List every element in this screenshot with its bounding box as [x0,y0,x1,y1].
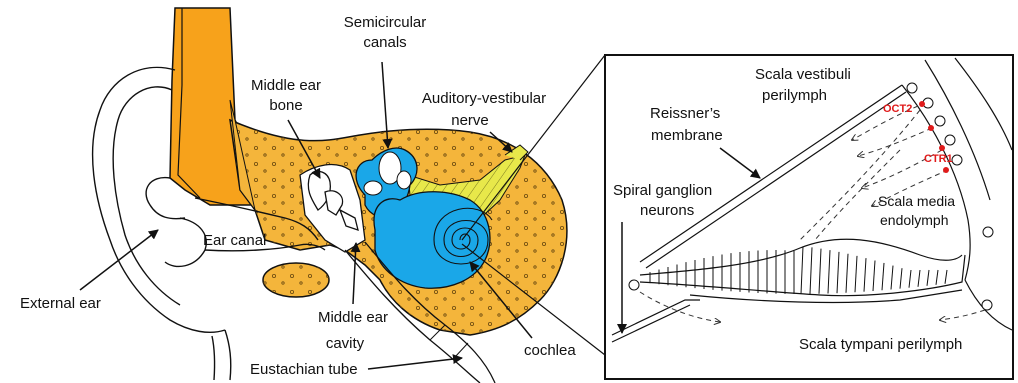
scala-vestibuli-label-2: perilymph [762,87,827,104]
red-dot-marker-icon [943,167,949,173]
cell-circle-icon [945,135,955,145]
middle-ear-bone-label-2: bone [269,97,302,114]
cell-circle-icon [952,155,962,165]
external-ear-arrow [80,230,158,290]
eustachian-tube-label: Eustachian tube [250,361,358,378]
scala-media-label-2: endolymph [880,212,949,228]
semicircular-canals-label-2: canals [363,34,406,51]
spiral-ganglion-label-2: neurons [640,202,694,219]
spiral-ganglion-label-1: Spiral ganglion [613,182,712,199]
oct2-label: OCT2 [883,103,912,115]
red-dot-marker-icon [919,101,925,107]
auditory-nerve-label-1: Auditory-vestibular [422,90,546,107]
reissners-membrane-label-1: Reissner’s [650,105,720,122]
middle-ear-bone-label-1: Middle ear [251,77,321,94]
scala-vestibuli-label-1: Scala vestibuli [755,66,851,83]
cell-circle-icon [982,300,992,310]
cell-circle-icon [629,280,639,290]
external-ear-label: External ear [20,295,101,312]
red-dot-marker-icon [939,145,945,151]
scala-tympani-label: Scala tympani perilymph [799,336,962,353]
semicircular-canals-label-1: Semicircular [344,14,427,31]
scala-media-label-1: Scala media [878,193,955,209]
middle-ear-cavity-label-2: cavity [326,335,365,352]
cell-circle-icon [935,116,945,126]
cell-circle-icon [983,227,993,237]
auditory-nerve-label-2: nerve [451,112,489,129]
middle-ear-cavity-label-1: Middle ear [318,309,388,326]
ear-canal-label: Ear canal [203,232,266,249]
ctr1-label: CTR1 [924,153,953,165]
red-dot-marker-icon [928,125,934,131]
reissners-membrane-label-2: membrane [651,127,723,144]
eustachian-tube-arrow [368,358,462,369]
cell-circle-icon [907,83,917,93]
cochlea-label: cochlea [524,342,576,359]
